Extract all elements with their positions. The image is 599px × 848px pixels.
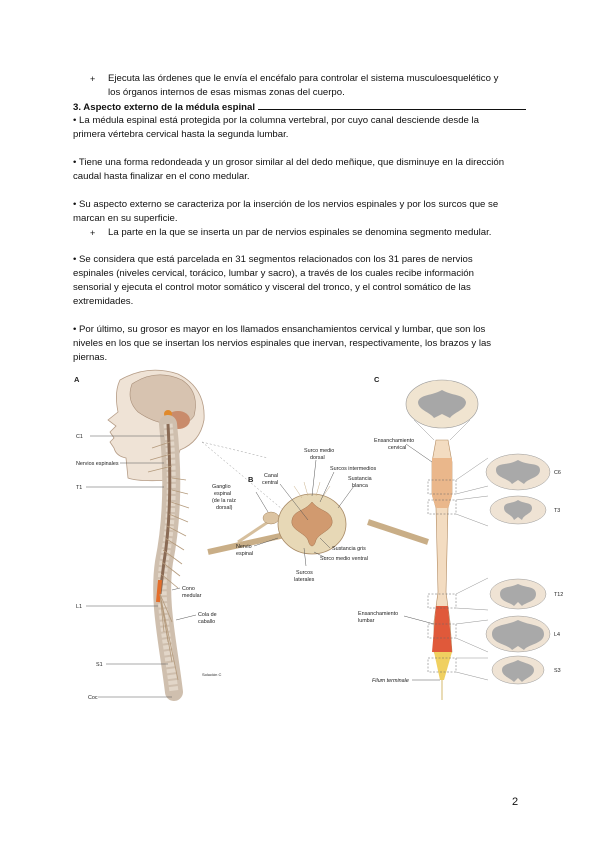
panel-b-leaders (253, 459, 355, 567)
section-l4 (485, 615, 551, 653)
sub-item-segment: + La parte en la que se inserta un par d… (90, 226, 492, 240)
label-ens-cervical: Ensanchamiento (374, 438, 414, 444)
paragraph-line: caudal hasta finalizar en el cono medula… (73, 171, 250, 182)
section-s3 (491, 655, 545, 685)
label-central: central (262, 480, 278, 486)
label-c6: C6 (554, 470, 561, 476)
panel-c-label: C (374, 375, 380, 384)
paragraph-line: marcan en su superficie. (73, 213, 178, 224)
paragraph-line: extremidades. (73, 296, 134, 307)
label-spinal-nerves: Nervios espinales (76, 461, 119, 467)
paragraph-line: sensorial y ejecuta el control motor som… (73, 282, 471, 293)
cono-medular-marker (156, 579, 162, 603)
spinal-nerves (147, 441, 190, 681)
label-de-la-raiz: (de la raíz (212, 498, 236, 504)
level-boxes (427, 479, 457, 673)
label-sustancia: Sustancia (348, 476, 372, 482)
paragraph-line: piernas. (73, 352, 108, 363)
label-surcos: Surcos (296, 570, 313, 576)
callout-lines (455, 457, 489, 681)
section-top-gray (418, 390, 466, 418)
heading-rule (258, 100, 526, 110)
label-s1: S1 (96, 662, 103, 668)
label-cervical: cervical (388, 445, 406, 451)
label-caballo: caballo (198, 619, 215, 625)
label-t12: T12 (554, 592, 563, 598)
level-lines (86, 435, 197, 698)
paragraph-line: espinales (niveles cervical, torácico, l… (73, 268, 474, 279)
label-sustancia-gris: Sustancia gris (332, 546, 366, 552)
label-ens-lumbar: Ensanchamiento (358, 611, 398, 617)
label-medular: medular (182, 593, 202, 599)
label-espinal: espinal (214, 491, 231, 497)
paragraph-line: • Se considera que está parcelada en 31 … (73, 254, 473, 265)
panel-b-illustration (201, 441, 429, 567)
sub-item-line: La parte en la que se inserta un par de … (108, 227, 492, 238)
label-filum-terminale: Filum terminale (372, 678, 409, 684)
section-link (449, 419, 471, 441)
dashed-link (201, 441, 289, 515)
bullet-plus: + (90, 74, 96, 84)
dashed-link (201, 441, 269, 459)
spinal-cord-figure: A C1 Nervios espinales T1 L1 S1 Coc Cono… (74, 369, 563, 701)
label-surco-medio-ventral: Surco medio ventral (320, 556, 368, 562)
label-canal: Canal (264, 473, 278, 479)
panel-a-label: A (74, 375, 80, 384)
figure-credit: Solución C (202, 672, 221, 677)
paragraph-line: • Por último, su grosor es mayor en los … (73, 324, 486, 335)
rootlets (293, 481, 331, 499)
label-cola: Cola de (198, 612, 217, 618)
nerve-root-right (367, 519, 429, 545)
lumbar-enlargement (432, 606, 452, 652)
label-laterales: laterales (294, 577, 315, 583)
paragraph-line: • Su aspecto externo se caracteriza por … (73, 199, 499, 210)
spinal-cord-line (158, 423, 172, 595)
label-surco-medio-dorsal: Surco medio (304, 448, 334, 454)
paragraph-shape: • Tiene una forma redondeada y un grosor… (73, 156, 504, 184)
heading-text: 3. Aspecto externo de la médula espinal (73, 102, 255, 113)
section-heading: 3. Aspecto externo de la médula espinal (73, 100, 526, 115)
label-coc: Coc (88, 695, 98, 701)
paragraph-segments: • Se considera que está parcelada en 31 … (73, 253, 474, 309)
label-nervio: Nervio (236, 544, 252, 550)
panel-b-label: B (248, 475, 254, 484)
label-ganglio: Ganglio (212, 484, 231, 490)
section-link (413, 419, 435, 441)
panel-c-illustration (403, 379, 551, 700)
paragraph-line: • La médula espinal está protegida por l… (73, 115, 480, 126)
paragraph-external-aspect: • Su aspecto externo se caracteriza por … (73, 198, 498, 226)
paragraph-line: niveles en los que se insertan los nervi… (73, 338, 492, 349)
section-t3 (489, 495, 547, 525)
paragraph-line: primera vértebra cervical hasta la segun… (73, 129, 289, 140)
cervical-enlargement (432, 458, 452, 508)
section-c6 (485, 453, 551, 491)
label-t3: T3 (554, 508, 560, 514)
cord-section-gray (291, 501, 333, 547)
sub-item-executes-orders: + Ejecuta las órdenes que le envía el en… (90, 72, 499, 100)
label-cono: Cono (182, 586, 195, 592)
paragraph-line: • Tiene una forma redondeada y un grosor… (73, 157, 505, 168)
sub-item-line: Ejecuta las órdenes que le envía el encé… (108, 73, 499, 84)
label-blanca: blanca (352, 483, 368, 489)
label-s3: S3 (554, 668, 561, 674)
spinal-ganglion (262, 511, 280, 525)
panel-c-leaders (403, 443, 440, 681)
label-l4: L4 (554, 632, 560, 638)
paragraph-protection: • La médula espinal está protegida por l… (73, 114, 479, 142)
label-lumbar: lumbar (358, 618, 375, 624)
section-t12 (489, 578, 547, 610)
label-l1: L1 (76, 604, 82, 610)
paragraph-enlargements: • Por último, su grosor es mayor en los … (73, 323, 491, 365)
label-dorsal-root: dorsal) (216, 505, 233, 511)
label-t1: T1 (76, 485, 82, 491)
sub-item-line: los órganos internos de esas mismas zona… (108, 87, 345, 98)
label-c1: C1 (76, 434, 83, 440)
page-number: 2 (512, 796, 519, 808)
bullet-plus: + (90, 228, 96, 238)
cono-tip (434, 652, 452, 680)
panel-a-illustration (86, 369, 205, 701)
label-nervio-espinal: espinal (236, 551, 253, 557)
label-surcos-intermedios: Surcos intermedios (330, 466, 376, 472)
label-dorsal: dorsal (310, 455, 325, 461)
